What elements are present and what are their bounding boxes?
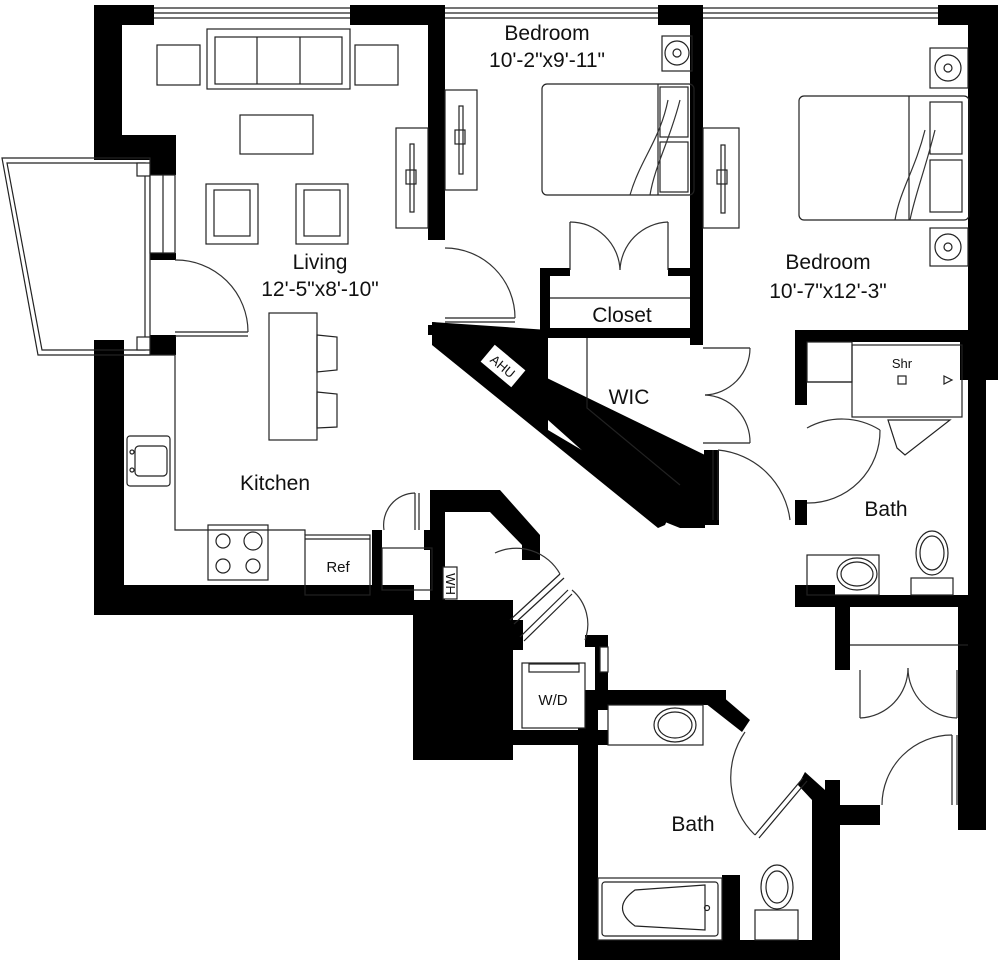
wic-label: WIC bbox=[609, 386, 650, 409]
ref-label: Ref bbox=[326, 559, 350, 576]
kitchen-fixtures bbox=[124, 354, 433, 596]
balcony bbox=[1, 157, 249, 356]
wic-fixtures bbox=[586, 338, 791, 521]
bath2-label: Bath bbox=[671, 813, 714, 836]
linen-closet bbox=[850, 644, 968, 806]
bedroom1-label: Bedroom bbox=[504, 22, 589, 45]
shower-label: Shr bbox=[892, 356, 913, 371]
living-dims: 12'-5"x8'-10" bbox=[261, 278, 379, 301]
wd-label: W/D bbox=[538, 692, 567, 709]
room-labels: Living 12'-5"x8'-10" Bedroom 10'-2"x9'-1… bbox=[240, 22, 913, 836]
walls bbox=[94, 5, 998, 960]
bedroom1-furniture bbox=[444, 35, 695, 323]
bedroom2-dims: 10'-7"x12'-3" bbox=[769, 280, 887, 303]
laundry-fixtures bbox=[442, 547, 609, 729]
bath1-label: Bath bbox=[864, 498, 907, 521]
bedroom1-dims: 10'-2"x9'-11" bbox=[489, 49, 605, 72]
closet-label: Closet bbox=[592, 304, 652, 327]
wh-label: WH bbox=[443, 573, 458, 595]
bedroom2-label: Bedroom bbox=[785, 251, 870, 274]
living-label: Living bbox=[293, 251, 348, 274]
kitchen-label: Kitchen bbox=[240, 472, 310, 495]
windows bbox=[154, 7, 938, 19]
bedroom2-furniture bbox=[702, 47, 970, 267]
bath2-fixtures bbox=[597, 704, 808, 941]
bath1-fixtures bbox=[806, 341, 963, 596]
living-furniture bbox=[156, 28, 429, 441]
